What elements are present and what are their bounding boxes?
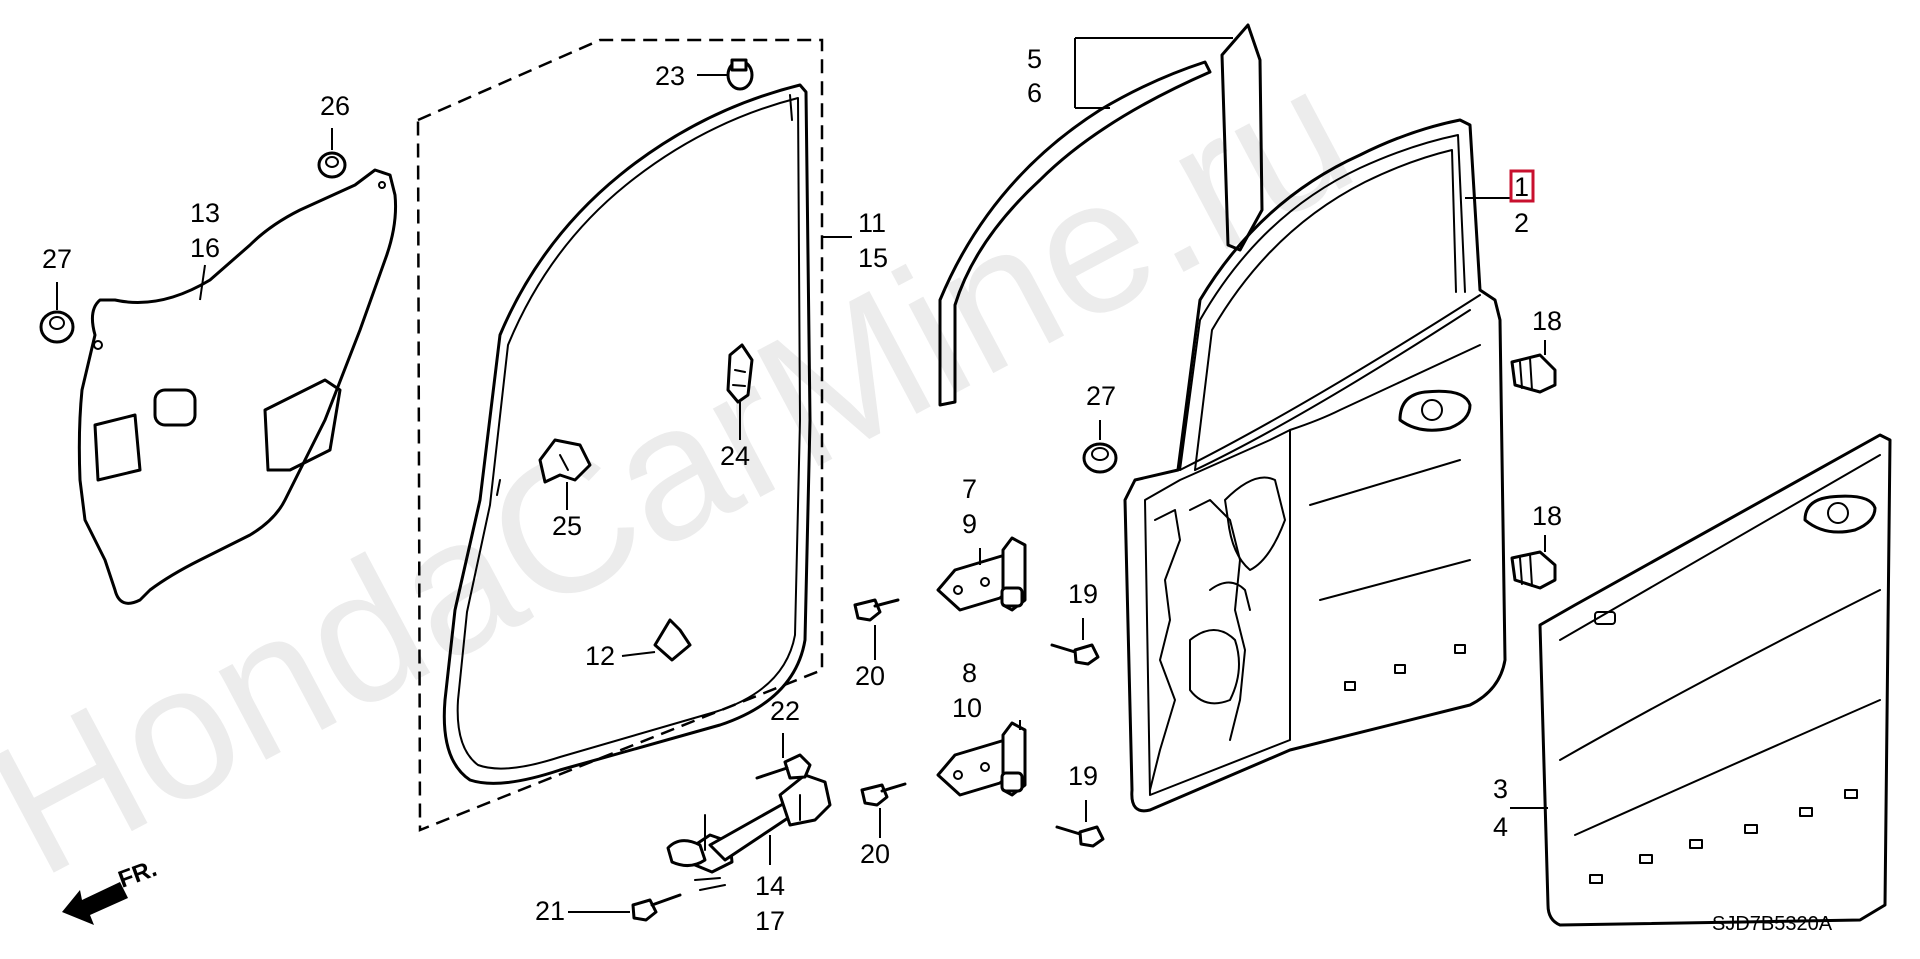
door-weatherstrip[interactable]	[442, 83, 812, 785]
bolt-22[interactable]	[755, 753, 812, 780]
bolt-19-lower[interactable]	[1055, 825, 1105, 848]
callout-21[interactable]: 21	[535, 896, 565, 926]
callout-25[interactable]: 25	[552, 511, 582, 541]
lower-hinge[interactable]	[936, 721, 1027, 797]
grommet-26[interactable]	[317, 151, 347, 179]
bolt-20-upper[interactable]	[853, 598, 900, 622]
clip-24[interactable]	[726, 343, 754, 404]
bolt-19-upper[interactable]	[1050, 643, 1100, 666]
door-sheet-part[interactable]	[77, 168, 398, 605]
bolt-20-lower[interactable]	[860, 782, 907, 807]
door-skin[interactable]	[1538, 433, 1892, 927]
callout-2[interactable]: 2	[1514, 208, 1529, 238]
callout-18-lower[interactable]: 18	[1532, 501, 1562, 531]
highlight-box	[1509, 169, 1535, 203]
callout-9[interactable]: 9	[962, 509, 977, 539]
upper-hinge[interactable]	[936, 536, 1027, 612]
callout-14[interactable]: 14	[755, 871, 785, 901]
callout-labels: 1 2 3 4 5 6 7 9 8 10 11 15 12 13 16 14 1…	[42, 44, 1562, 936]
bolt-21[interactable]	[631, 893, 682, 922]
callout-18-upper[interactable]: 18	[1532, 306, 1562, 336]
clip-12[interactable]	[621, 618, 692, 662]
grommet-27-right[interactable]	[1082, 442, 1118, 474]
callout-22[interactable]: 22	[770, 696, 800, 726]
callout-26[interactable]: 26	[320, 91, 350, 121]
callout-4[interactable]: 4	[1493, 812, 1508, 842]
front-arrow-icon	[62, 882, 128, 925]
weatherstrip-assembly-frame	[416, 38, 824, 832]
callout-19-lower[interactable]: 19	[1068, 761, 1098, 791]
callout-11[interactable]: 11	[858, 208, 886, 238]
callout-27-right[interactable]: 27	[1086, 381, 1116, 411]
callout-7[interactable]: 7	[962, 474, 977, 504]
callout-10[interactable]: 10	[952, 693, 982, 723]
callout-13[interactable]: 13	[190, 198, 220, 228]
callout-23[interactable]: 23	[655, 61, 685, 91]
grommet-27-left[interactable]	[39, 310, 75, 344]
callout-16[interactable]: 16	[190, 233, 220, 263]
door-bumper-18-lower[interactable]	[1510, 550, 1557, 590]
callout-27-left[interactable]: 27	[42, 244, 72, 274]
callout-15[interactable]: 15	[858, 243, 888, 273]
callout-8[interactable]: 8	[962, 658, 977, 688]
leader-lines	[56, 37, 1548, 913]
callout-24[interactable]: 24	[720, 441, 750, 471]
callout-5[interactable]: 5	[1027, 44, 1042, 74]
front-door-panel[interactable]	[1123, 118, 1507, 813]
door-checker[interactable]	[666, 773, 832, 891]
callout-20-lower[interactable]: 20	[860, 839, 890, 869]
callout-6[interactable]: 6	[1027, 78, 1042, 108]
callout-3[interactable]: 3	[1493, 774, 1508, 804]
callout-1[interactable]: 1	[1514, 172, 1529, 202]
door-sash-molding[interactable]	[938, 23, 1264, 407]
callout-20-upper[interactable]: 20	[855, 661, 885, 691]
callout-12[interactable]: 12	[585, 641, 615, 671]
clip-23[interactable]	[697, 58, 754, 91]
clip-25[interactable]	[538, 438, 592, 484]
diagram-code: SJD7B5320A	[1712, 913, 1833, 935]
callout-17[interactable]: 17	[755, 906, 785, 936]
callout-19-upper[interactable]: 19	[1068, 579, 1098, 609]
door-bumper-18-upper[interactable]	[1510, 353, 1557, 394]
